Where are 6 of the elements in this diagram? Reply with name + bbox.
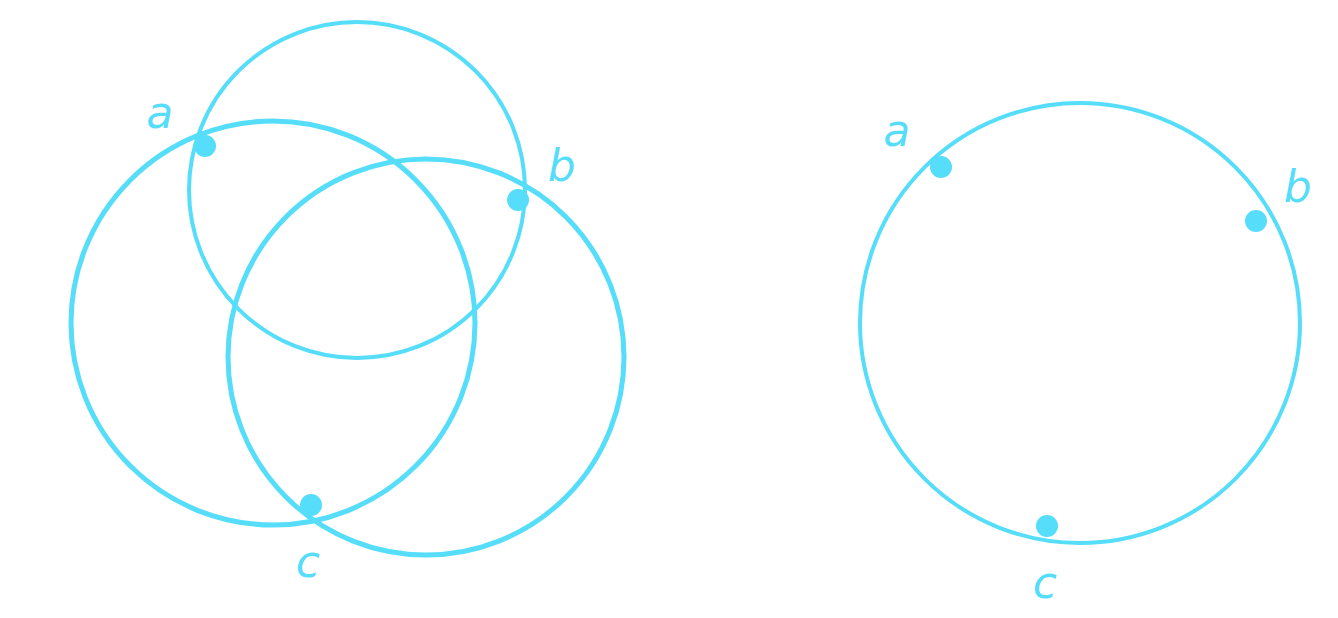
point-label: b (548, 144, 576, 188)
point-label: a (883, 109, 911, 153)
point-label: a (146, 91, 174, 135)
point-label: c (1032, 561, 1058, 605)
point-label: b (1284, 165, 1312, 209)
point-label: c (295, 540, 321, 584)
